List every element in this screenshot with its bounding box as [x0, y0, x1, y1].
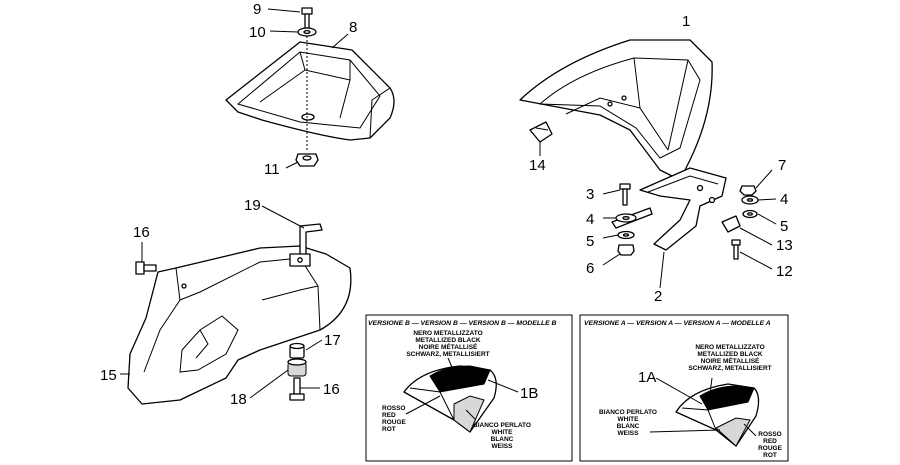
version-a-white-1: BIANCO PERLATO: [599, 409, 657, 416]
version-b-red-4: ROT: [382, 426, 396, 433]
version-a-red-1: ROSSO: [758, 431, 781, 438]
callout-10: 10: [249, 24, 266, 41]
spacer-part-13: [721, 215, 741, 233]
clip-part-14: [529, 121, 553, 143]
callout-2: 2: [654, 288, 662, 305]
version-a-white-3: BLANC: [617, 423, 640, 430]
version-a-header: VERSIONE A — VERSION A — VERSION A — MOD…: [584, 320, 771, 327]
seat-tray-part-8: [225, 41, 395, 141]
version-b-black-3: NOIRE MÉTALLISÉ: [419, 342, 478, 351]
nut-part-11: [295, 153, 319, 167]
version-b-black-1: NERO METALLIZZATO: [413, 330, 482, 337]
callout-11: 11: [264, 161, 280, 178]
version-a-red-4: ROT: [763, 452, 777, 459]
version-b-red-1: ROSSO: [382, 405, 405, 412]
bolt-part-3: [619, 183, 631, 206]
callout-13: 13: [776, 237, 793, 254]
version-b-header: VERSIONE B — VERSION B — VERSION B — MOD…: [368, 320, 557, 327]
version-b-black-2: METALLIZED BLACK: [415, 337, 481, 344]
version-b-red-2: RED: [382, 412, 396, 419]
callout-5-left: 5: [586, 233, 594, 250]
nut-part-6: [617, 244, 635, 256]
callout-3: 3: [586, 186, 594, 203]
belly-pan-part-15: [127, 245, 352, 405]
version-b-white-3: BLANC: [491, 436, 514, 443]
callout-18: 18: [230, 391, 247, 408]
washer-part-5-right: [742, 209, 758, 219]
screw-part-12: [731, 239, 741, 260]
version-a-white-2: WHITE: [618, 416, 640, 423]
grommet-part-18: [287, 358, 307, 377]
callout-16-lower: 16: [323, 381, 340, 398]
callout-1: 1: [682, 13, 690, 30]
callout-7: 7: [778, 157, 786, 174]
version-b-cowl: [403, 365, 497, 433]
version-b-white-2: WHITE: [492, 429, 514, 436]
version-a-black-1: NERO METALLIZZATO: [695, 344, 764, 351]
version-b-black-4: SCHWARZ, METALLISIERT: [406, 351, 489, 358]
callout-17: 17: [324, 332, 341, 349]
callout-4-left: 4: [586, 211, 594, 228]
screw-part-16: [135, 261, 157, 275]
version-b-white-4: WEISS: [492, 443, 514, 450]
tail-cowl-part-1: [519, 39, 713, 181]
bracket-part-19: [289, 223, 323, 267]
version-a-red-3: ROUGE: [758, 445, 783, 452]
nut-part-7: [739, 185, 757, 196]
version-a-black-4: SCHWARZ, METALLISIERT: [688, 365, 771, 372]
callout-12: 12: [776, 263, 793, 280]
callout-19: 19: [244, 197, 261, 214]
version-a-black-2: METALLIZED BLACK: [697, 351, 763, 358]
callout-9: 9: [253, 1, 261, 18]
spacer-part-17: [289, 342, 305, 359]
callout-16-left: 16: [133, 224, 150, 241]
callout-6: 6: [586, 260, 594, 277]
version-a-white-4: WEISS: [618, 430, 640, 437]
callout-14: 14: [529, 157, 546, 174]
bolt-part-9: [301, 7, 313, 29]
version-a-red-2: RED: [763, 438, 777, 445]
version-b-red-3: ROUGE: [382, 419, 407, 426]
screw-part-16-lower: [289, 377, 305, 401]
version-b-white-1: BIANCO PERLATO: [473, 422, 531, 429]
washer-part-4: [615, 213, 637, 223]
washer-part-4-right: [741, 195, 759, 205]
callout-15: 15: [100, 367, 117, 384]
callout-1a: 1A: [638, 369, 656, 386]
washer-part-5: [617, 230, 635, 240]
version-a-cowl: [675, 383, 760, 447]
callout-5-right: 5: [780, 218, 788, 235]
callout-1b: 1B: [520, 385, 538, 402]
version-a-black-3: NOIRE MÉTALLISÉ: [701, 356, 760, 365]
washer-part-10: [297, 27, 317, 37]
callout-8: 8: [349, 19, 357, 36]
callout-4-right: 4: [780, 191, 788, 208]
